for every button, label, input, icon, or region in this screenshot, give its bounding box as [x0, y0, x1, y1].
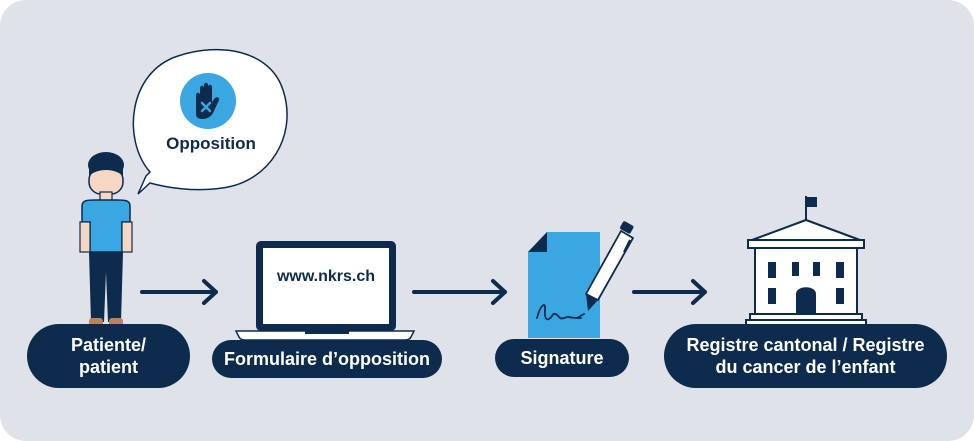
flow-arrow-3: [632, 279, 707, 305]
signature-label: Signature: [495, 339, 629, 377]
registry-label-line2: du cancer de l’enfant: [715, 357, 896, 377]
patient-label-line1: Patiente/: [70, 335, 147, 355]
signed-document-icon: [528, 232, 600, 338]
patient-label: Patiente/ patient: [27, 324, 190, 388]
flow-arrow-1: [140, 279, 218, 305]
opposition-label: Opposition: [166, 134, 256, 153]
website-url: www.nkrs.ch: [276, 268, 376, 285]
registry-building-icon: [745, 196, 867, 327]
stop-hand-icon: [180, 73, 236, 129]
patient-person-icon: [79, 152, 133, 326]
laptop-icon: [234, 241, 416, 341]
flow-arrow-2: [412, 279, 507, 305]
patient-label-line2: patient: [78, 357, 138, 377]
registry-label-line1: Registre cantonal / Registre: [686, 335, 925, 355]
registry-label: Registre cantonal / Registre du cancer d…: [664, 324, 947, 388]
pen-icon: [585, 221, 634, 311]
opposition-form-label: Formulaire d’opposition: [212, 340, 442, 378]
